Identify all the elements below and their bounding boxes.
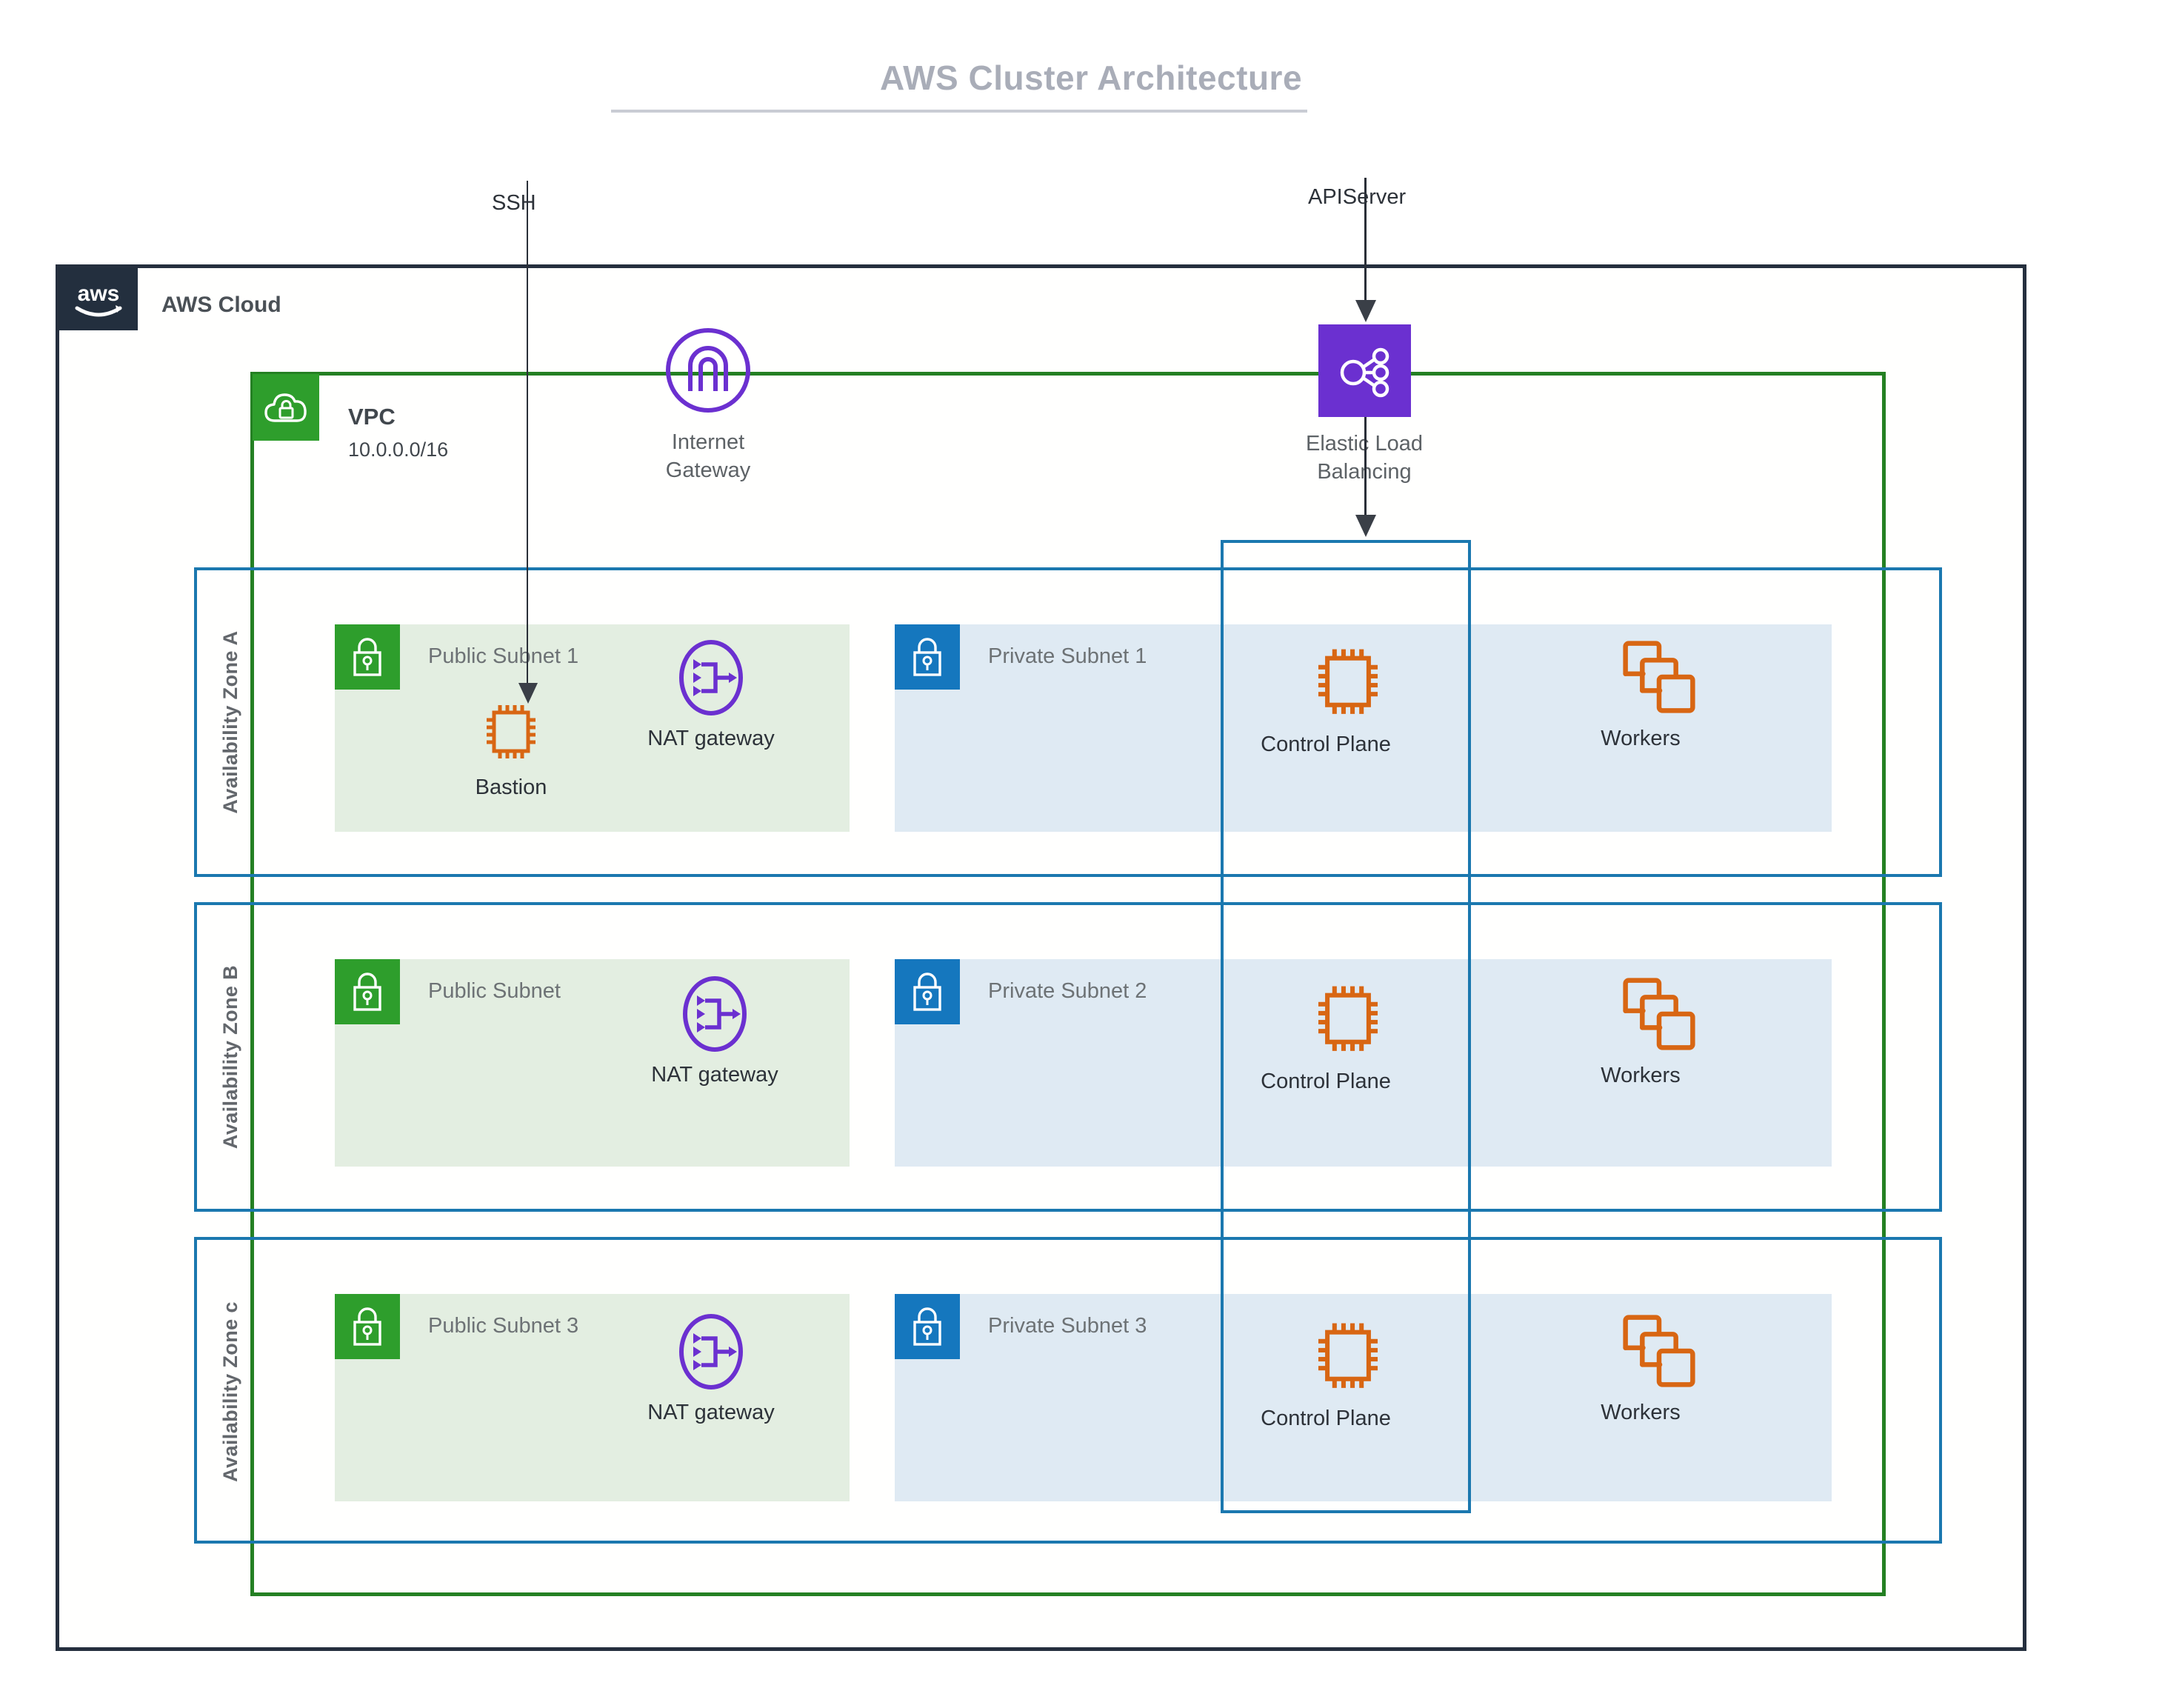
green-lock-icon: [335, 624, 400, 690]
vpc-title: VPC: [348, 404, 396, 430]
bastion-label: Bastion: [475, 775, 547, 799]
private-subnet-c-label: Private Subnet 3: [988, 1314, 1147, 1338]
blue-lock-icon: [895, 1294, 960, 1359]
private-subnet-a-label: Private Subnet 1: [988, 644, 1147, 668]
nat-gateway-icon: [683, 976, 747, 1052]
nat-gateway-b-label: NAT gateway: [651, 1063, 778, 1087]
availability-zone-b-label: Availability Zone B: [219, 964, 241, 1150]
nat-gateway-c-label: NAT gateway: [647, 1401, 775, 1424]
page-title: AWS Cluster Architecture: [879, 59, 1303, 97]
control-plane-cluster-boundary: [1221, 540, 1471, 1513]
green-lock-icon: [335, 959, 400, 1024]
ssh-connector-line: [527, 181, 528, 689]
vpc-boundary: [250, 372, 1886, 1596]
public-subnet-panel-b: [335, 959, 850, 1167]
nat-gateway-b: NAT gateway: [626, 975, 804, 1087]
vpc-cloud-lock-icon: [253, 374, 319, 441]
availability-zone-c-boundary: [194, 1237, 1942, 1544]
availability-zone-b-boundary: [194, 902, 1942, 1212]
aws-logo-icon: aws: [59, 268, 138, 330]
aws-cloud-label: AWS Cloud: [161, 293, 281, 317]
elastic-load-balancing-icon: [1318, 324, 1411, 417]
public-subnet-b-label: Public Subnet: [428, 979, 561, 1003]
blue-lock-icon: [895, 959, 960, 1024]
bastion-node: Bastion: [422, 696, 600, 800]
workers-c: Workers: [1570, 1311, 1748, 1425]
control-plane-a-label: Control Plane: [1261, 733, 1391, 756]
workers-c-label: Workers: [1601, 1401, 1681, 1424]
apiserver-label: APIServer: [1308, 185, 1407, 209]
internet-gateway-label-line2: Gateway: [665, 458, 751, 483]
cpu-chip-icon: [487, 705, 536, 758]
control-plane-a: Control Plane: [1259, 638, 1437, 757]
control-plane-c-label: Control Plane: [1261, 1407, 1391, 1430]
public-subnet-panel-c: [335, 1294, 850, 1501]
workers-b: Workers: [1570, 974, 1748, 1088]
public-subnet-c-label: Public Subnet 3: [428, 1314, 579, 1338]
nat-gateway-c: NAT gateway: [622, 1312, 800, 1425]
nat-gateway-a: NAT gateway: [622, 638, 800, 751]
svg-text:aws: aws: [78, 281, 120, 306]
private-subnet-b-label: Private Subnet 2: [988, 979, 1147, 1003]
cpu-chip-icon: [1318, 986, 1378, 1051]
workers-a: Workers: [1570, 637, 1748, 751]
internet-gateway-label: Internet Gateway: [619, 428, 797, 485]
nat-gateway-icon: [679, 1314, 743, 1390]
title-underline: [611, 110, 1307, 113]
public-subnet-panel-a: [335, 624, 850, 832]
control-plane-c: Control Plane: [1259, 1312, 1437, 1431]
stacked-boxes-icon: [1623, 978, 1695, 1050]
apiserver-connector-line: [1364, 178, 1367, 314]
nat-gateway-a-label: NAT gateway: [647, 727, 775, 750]
vpc-cidr: 10.0.0.0/16: [348, 438, 449, 461]
public-subnet-a-label: Public Subnet 1: [428, 644, 579, 668]
internet-gateway-icon: [664, 326, 753, 415]
cpu-chip-icon: [1318, 1323, 1378, 1388]
apiserver-arrow-head: [1355, 300, 1376, 322]
green-lock-icon: [335, 1294, 400, 1359]
stacked-boxes-icon: [1623, 1315, 1695, 1387]
blue-lock-icon: [895, 624, 960, 690]
availability-zone-a-boundary: [194, 567, 1942, 877]
nat-gateway-icon: [679, 640, 743, 715]
cpu-chip-icon: [1318, 649, 1378, 714]
control-plane-b-label: Control Plane: [1261, 1070, 1391, 1093]
workers-b-label: Workers: [1601, 1064, 1681, 1087]
elb-to-cluster-line: [1364, 417, 1367, 521]
availability-zone-a-label: Availability Zone A: [219, 630, 241, 814]
availability-zone-c-label: Availability Zone c: [219, 1301, 241, 1482]
control-plane-b: Control Plane: [1259, 975, 1437, 1094]
elb-to-cluster-arrow-head: [1355, 515, 1376, 537]
internet-gateway-label-line1: Internet: [671, 430, 745, 454]
ssh-arrow-head: [518, 683, 538, 704]
ssh-label: SSH: [492, 191, 536, 215]
workers-a-label: Workers: [1601, 727, 1681, 750]
stacked-boxes-icon: [1623, 641, 1695, 713]
